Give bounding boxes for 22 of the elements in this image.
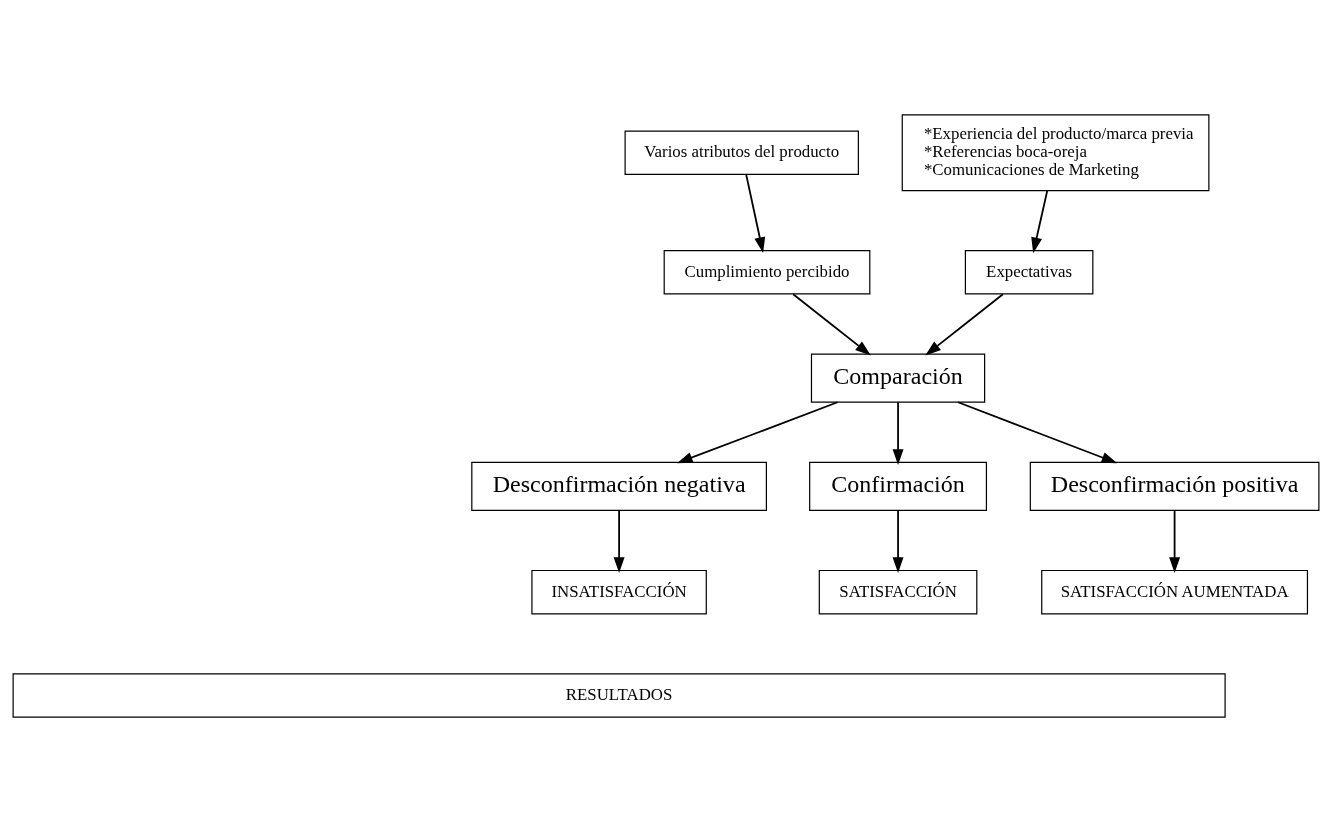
- node-box: RESULTADOS: [12, 673, 1226, 718]
- node-box: Expectativas: [964, 250, 1094, 295]
- node-box: INSATISFACCIÓN: [531, 569, 707, 615]
- node-box: Confirmación: [809, 461, 988, 511]
- arrow: [745, 173, 766, 253]
- arrow: [892, 509, 904, 573]
- node-box: Comparación: [810, 353, 986, 403]
- node-box: SATISFACCIÓN: [818, 569, 978, 615]
- arrow: [792, 293, 871, 356]
- node-box: Desconfirmación positiva: [1029, 461, 1320, 511]
- node-box: Varios atributos del producto: [624, 130, 859, 175]
- arrow: [613, 509, 625, 573]
- node-box: Cumplimiento percibido: [663, 250, 871, 295]
- arrow: [1031, 189, 1049, 254]
- arrow: [676, 401, 839, 464]
- node-box: *Experiencia del producto/marca previa *Referencias boca-oreja *Comunicaciones de Marketing: [901, 114, 1210, 192]
- arrow: [892, 401, 904, 465]
- node-box: SATISFACCIÓN AUMENTADA: [1041, 569, 1309, 615]
- arrow: [925, 293, 1004, 356]
- node-box: Desconfirmación negativa: [471, 461, 767, 511]
- arrow: [1169, 509, 1181, 573]
- arrow: [957, 401, 1118, 464]
